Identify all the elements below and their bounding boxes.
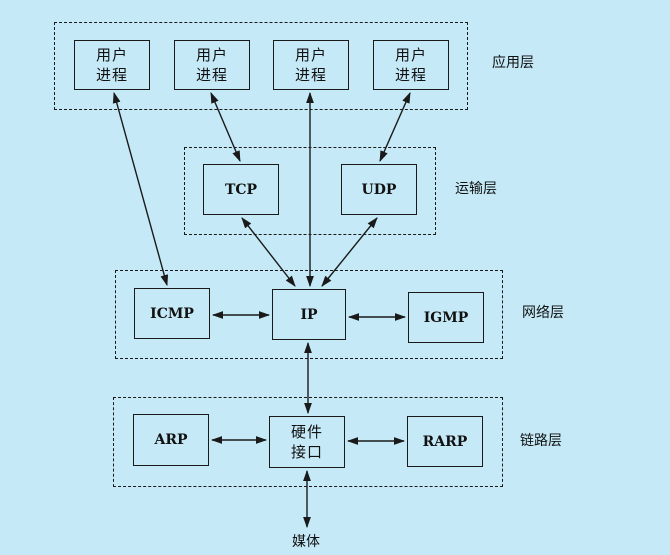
user-process-2: 用户 进程 bbox=[174, 40, 250, 90]
user-process-3: 用户 进程 bbox=[273, 40, 349, 90]
user-process-4-line2: 进程 bbox=[394, 66, 427, 84]
tcp-box: TCP bbox=[203, 164, 279, 215]
user-process-4-line1: 用户 bbox=[394, 46, 427, 64]
user-process-2-line1: 用户 bbox=[195, 46, 228, 64]
media-label: 媒体 bbox=[292, 534, 320, 550]
igmp-label: IGMP bbox=[423, 309, 469, 326]
arrow-udp-ip bbox=[321, 217, 378, 287]
arrow-process1-icmp bbox=[112, 91, 169, 287]
user-process-4: 用户 进程 bbox=[373, 40, 449, 90]
user-process-3-line2: 进程 bbox=[294, 66, 327, 84]
rarp-box: RARP bbox=[407, 416, 483, 467]
icmp-box: ICMP bbox=[134, 288, 210, 339]
user-process-1-line1: 用户 bbox=[95, 46, 128, 64]
udp-label: UDP bbox=[361, 181, 397, 198]
ip-box: IP bbox=[272, 289, 346, 340]
arrow-process4-udp bbox=[379, 91, 411, 163]
ip-label: IP bbox=[300, 306, 318, 323]
arrow-tcp-ip bbox=[241, 217, 296, 287]
arp-label: ARP bbox=[154, 432, 188, 448]
application-layer-label: 应用层 bbox=[492, 55, 534, 71]
arrow-process2-tcp bbox=[210, 91, 241, 163]
hardware-interface-box: 硬件 接口 bbox=[269, 416, 345, 468]
user-process-3-line1: 用户 bbox=[294, 46, 327, 64]
application-layer-frame bbox=[54, 22, 468, 110]
network-layer-label: 网络层 bbox=[522, 305, 564, 321]
hardware-interface-line1: 硬件 bbox=[290, 423, 323, 441]
link-layer-label: 链路层 bbox=[520, 433, 562, 449]
icmp-label: ICMP bbox=[150, 305, 194, 322]
arp-box: ARP bbox=[133, 414, 209, 466]
user-process-1: 用户 进程 bbox=[74, 40, 150, 90]
hardware-interface-line2: 接口 bbox=[290, 443, 323, 461]
udp-box: UDP bbox=[341, 164, 417, 215]
transport-layer-label: 运输层 bbox=[455, 181, 497, 197]
rarp-label: RARP bbox=[422, 433, 468, 450]
tcp-label: TCP bbox=[224, 181, 258, 198]
user-process-2-line2: 进程 bbox=[195, 66, 228, 84]
user-process-1-line2: 进程 bbox=[95, 66, 128, 84]
igmp-box: IGMP bbox=[408, 292, 484, 343]
